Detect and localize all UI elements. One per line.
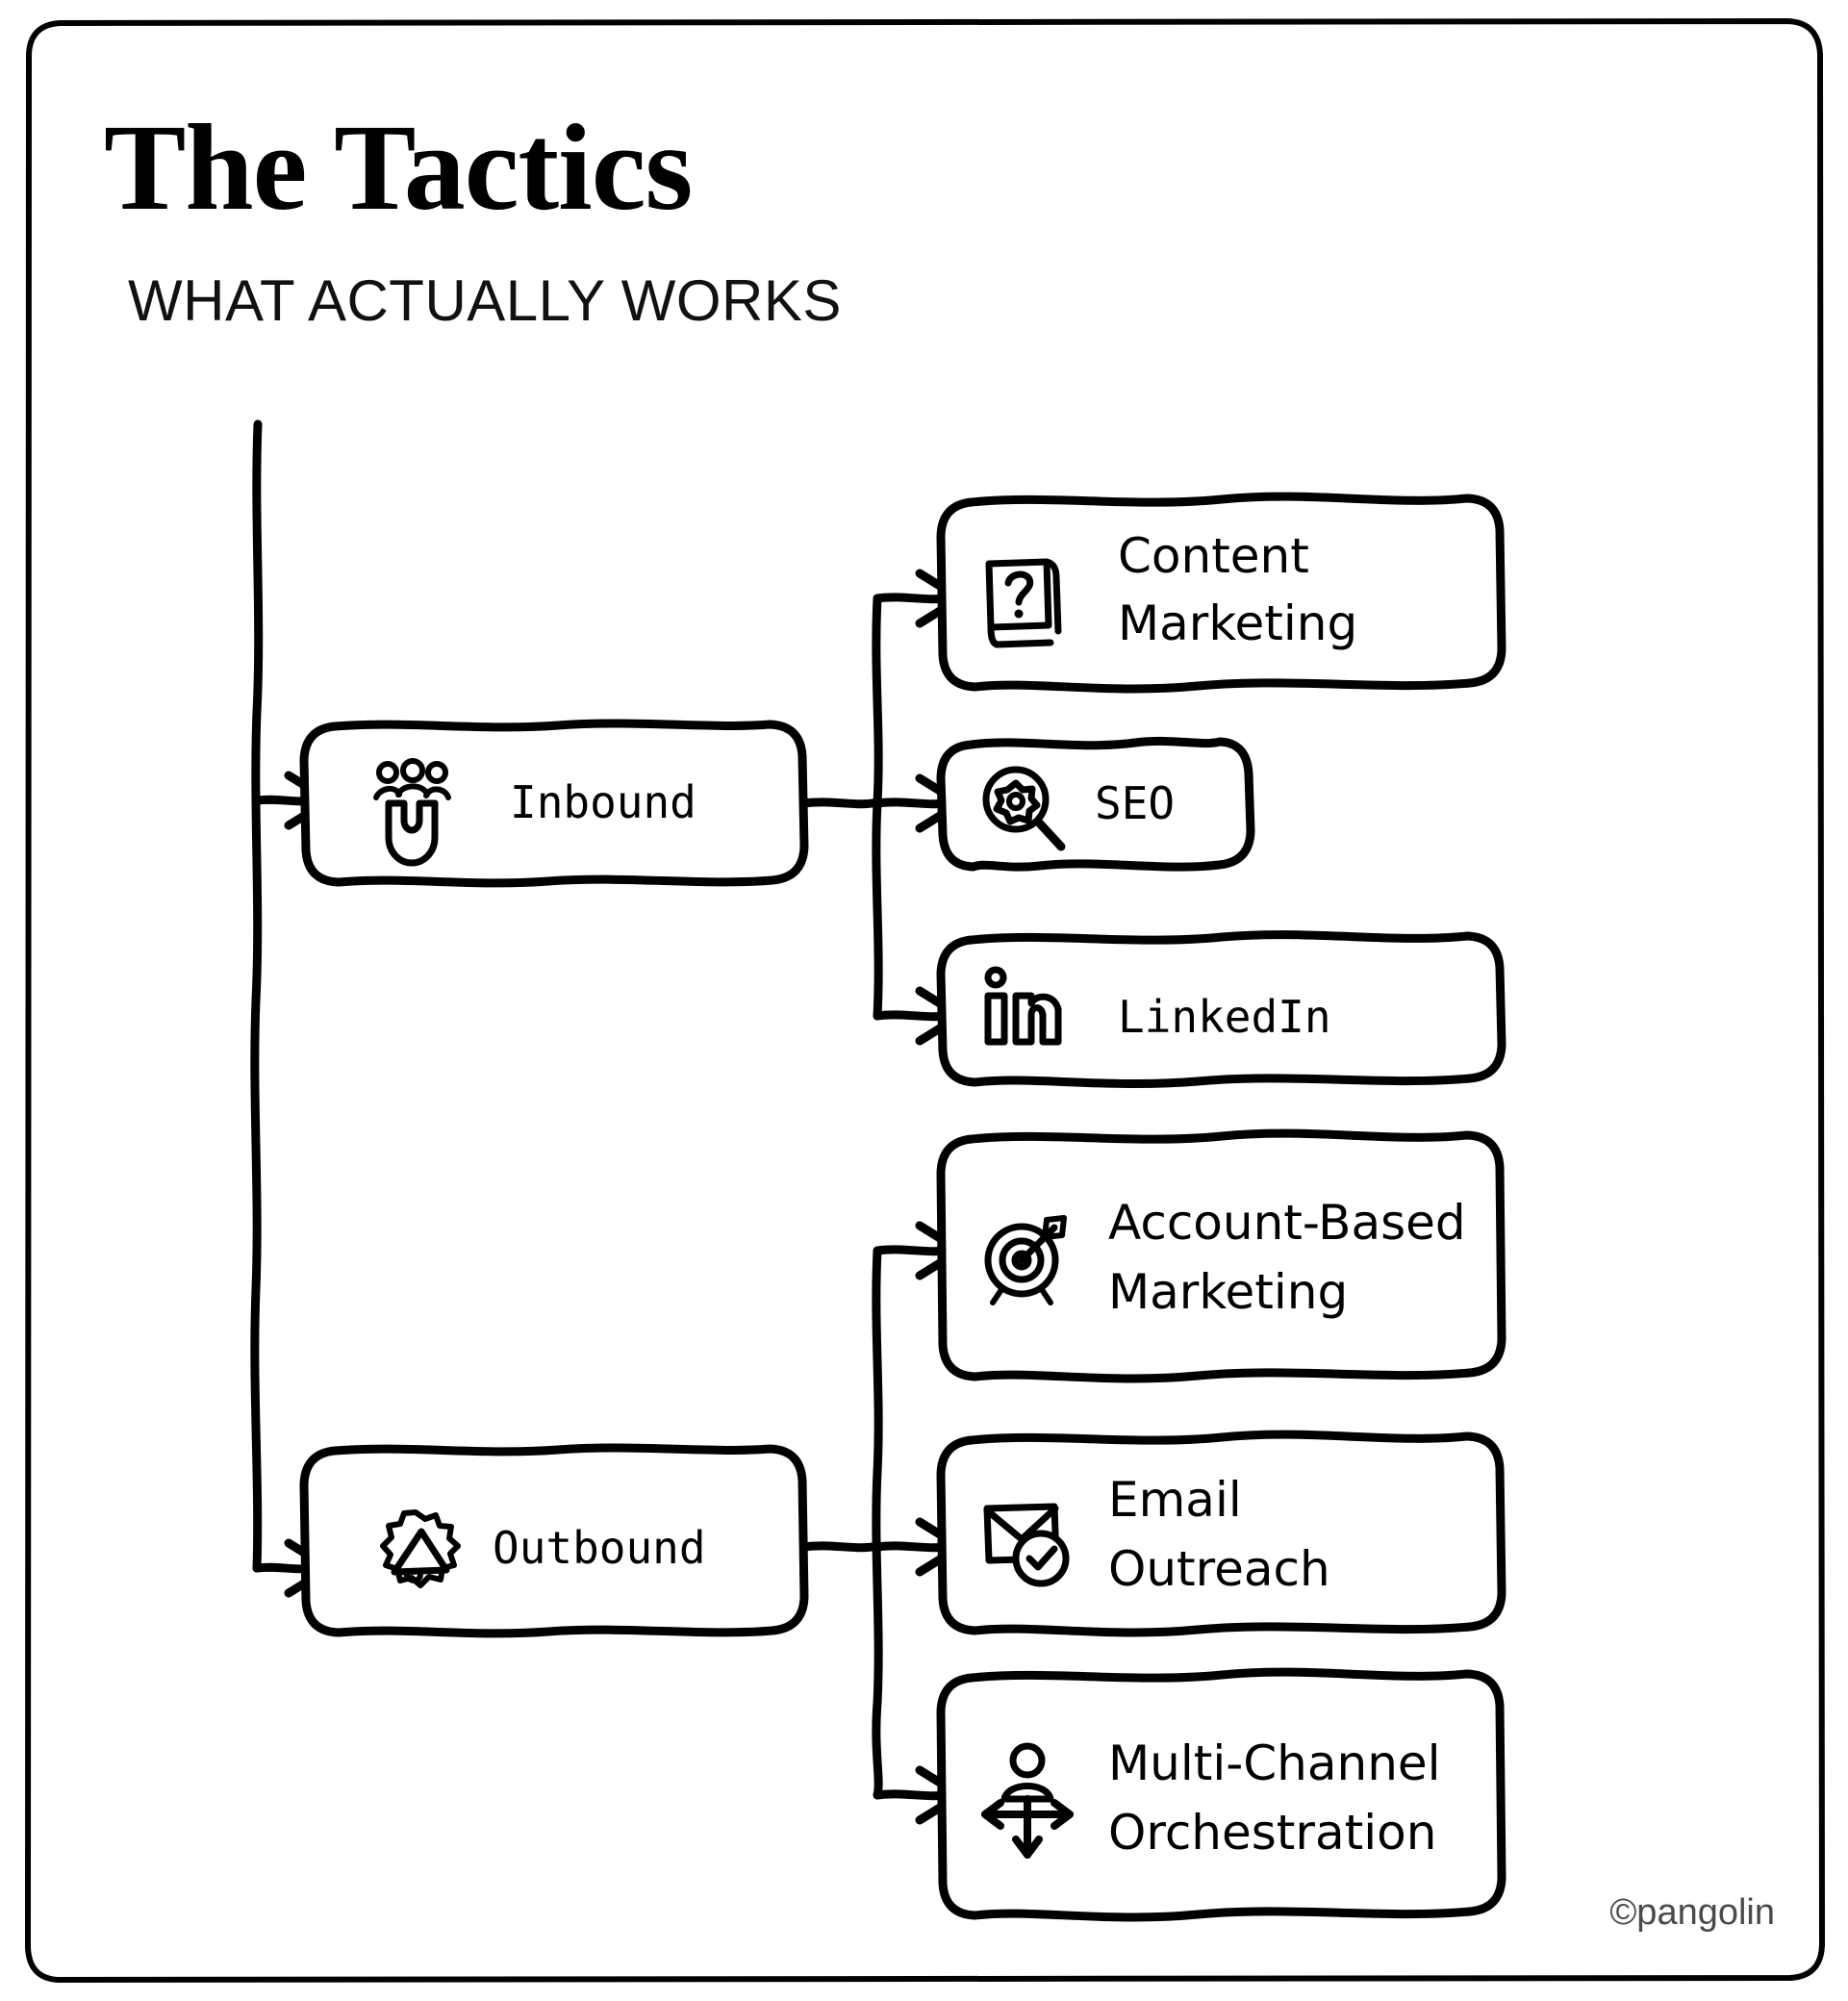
node-outbound[interactable]: Outbound (299, 1443, 809, 1638)
node-abm-label-line1: Account-Based (1108, 1195, 1466, 1251)
magnifier-gear-icon (982, 766, 1066, 851)
node-email-outreach-label-line1: Email (1108, 1472, 1242, 1528)
node-inbound[interactable]: Inbound (299, 719, 809, 888)
magnet-audience-icon (373, 758, 451, 867)
node-multi-channel-orchestration[interactable]: Multi-Channel Orchestration (936, 1667, 1506, 1922)
node-account-based-marketing[interactable]: Account-Based Marketing (936, 1128, 1506, 1383)
page-title: The Tactics (104, 99, 692, 236)
megaphone-burst-icon (380, 1509, 461, 1588)
page-subtitle: WHAT ACTUALLY WORKS (128, 268, 842, 333)
node-outbound-label: Outbound (493, 1522, 706, 1574)
linkedin-icon (984, 966, 1062, 1046)
node-linkedin[interactable]: LinkedIn (936, 930, 1506, 1089)
node-inbound-label: Inbound (510, 776, 696, 828)
node-multichannel-label-line1: Multi-Channel (1108, 1735, 1441, 1791)
node-content-marketing-label-line2: Marketing (1118, 595, 1357, 651)
watermark: ©pangolin (1609, 1892, 1775, 1933)
book-question-icon (985, 558, 1062, 648)
node-seo-label: SEO (1095, 777, 1175, 829)
envelope-check-icon (983, 1503, 1070, 1587)
node-email-outreach-label-line2: Outreach (1108, 1541, 1330, 1597)
node-content-marketing[interactable]: Content Marketing (936, 492, 1506, 694)
target-dart-icon (984, 1215, 1067, 1305)
node-content-marketing-label-line1: Content (1118, 528, 1309, 584)
node-email-outreach[interactable]: Email Outreach (936, 1430, 1506, 1637)
root-spine-connector (250, 419, 334, 1598)
outbound-children-connector (799, 1221, 965, 1825)
person-arrows-icon (981, 1742, 1074, 1859)
node-linkedin-label: LinkedIn (1118, 991, 1331, 1043)
node-seo[interactable]: SEO (936, 736, 1255, 872)
node-abm-label-line2: Marketing (1108, 1264, 1348, 1320)
poster-border (25, 18, 1825, 1983)
node-multichannel-label-line2: Orchestration (1108, 1805, 1436, 1861)
